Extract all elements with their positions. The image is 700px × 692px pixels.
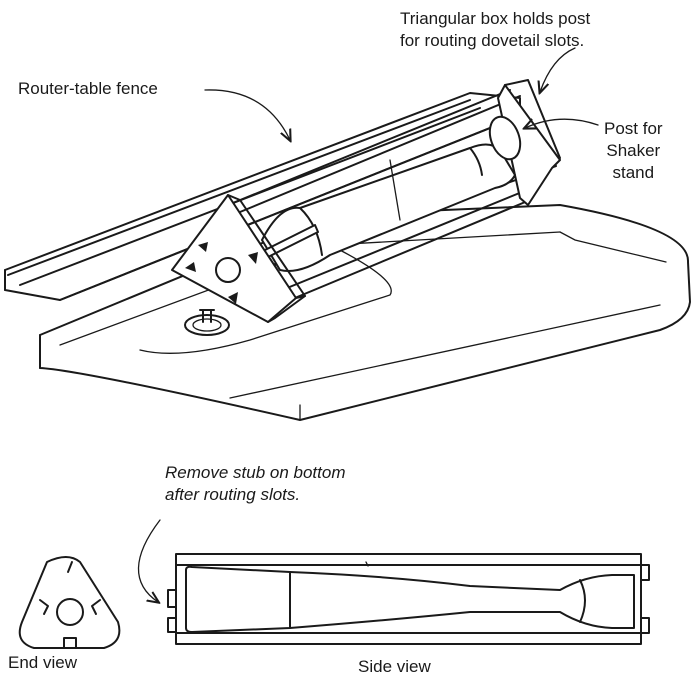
router-table [39,204,691,421]
triangular-box [171,79,561,336]
end-view-label: End view [8,653,77,672]
triangular-box-label-line-2: for routing dovetail slots. [400,31,585,50]
remove-stub-label: Remove stub on bottom after routing slot… [165,462,345,506]
side-view-label: Side view [358,657,431,676]
post-label: Post for Shaker stand [604,118,663,184]
triangular-box-label-line-1: Triangular box holds post [400,9,591,28]
stub [184,309,230,336]
post-label-line-2: Shaker [606,141,661,160]
post-label-line-3: stand [612,163,655,182]
remove-stub-label-line-2: after routing slots. [165,485,301,504]
leader-arrows [137,47,599,602]
end-view [18,556,121,649]
remove-stub-label-line-1: Remove stub on bottom [165,463,346,482]
side-view [167,553,650,645]
near-end-triangle [171,194,306,323]
router-fence-label: Router-table fence [18,79,158,98]
triangular-box-label: Triangular box holds post for routing do… [400,8,590,52]
post-label-line-1: Post for [604,119,663,138]
post [261,115,522,272]
